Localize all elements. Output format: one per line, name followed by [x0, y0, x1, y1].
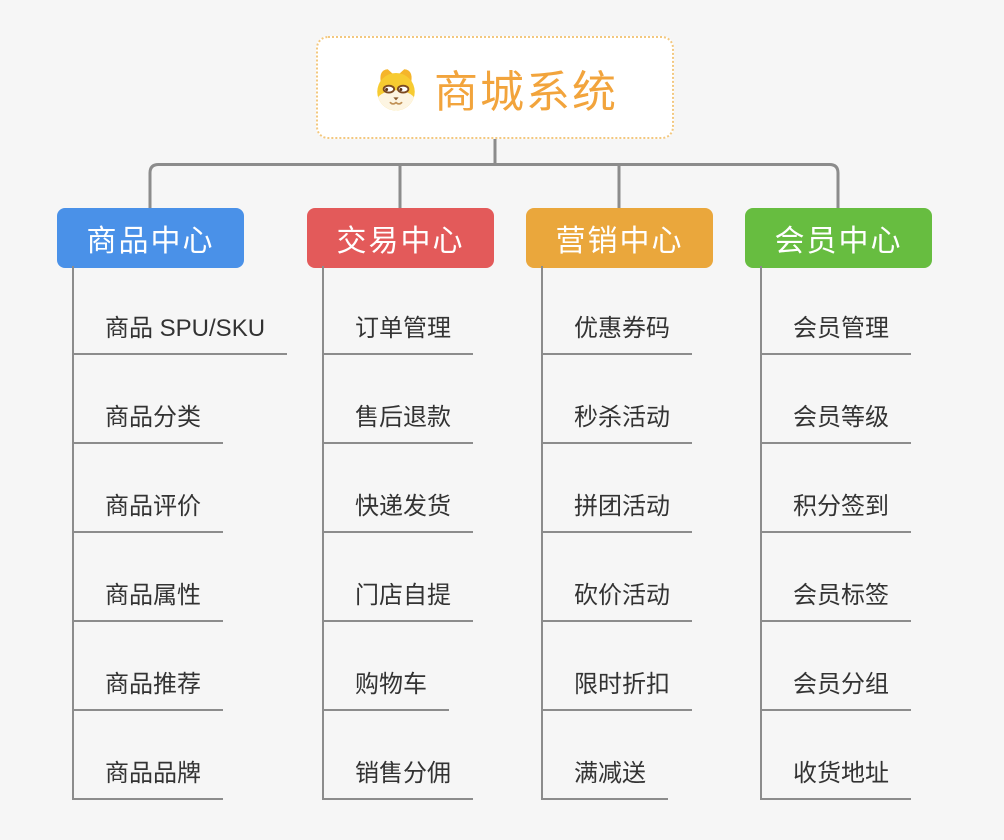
subtopic-item[interactable]: 拼团活动	[541, 492, 692, 533]
branch-children-product-center: 商品 SPU/SKU 商品分类 商品评价 商品属性 商品推荐 商品品牌	[72, 266, 324, 800]
item-row: 会员等级	[760, 355, 1004, 444]
root-topic[interactable]: 商城系统	[316, 36, 674, 139]
branch-topic-label: 会员中心	[774, 225, 903, 258]
bus-line	[148, 163, 840, 212]
item-row: 商品品牌	[72, 711, 324, 800]
branch-topic-member-center[interactable]: 会员中心	[745, 208, 932, 268]
item-row: 商品分类	[72, 355, 324, 444]
subtopic-item[interactable]: 商品评价	[72, 492, 223, 533]
item-row: 收货地址	[760, 711, 1004, 800]
subtopic-item[interactable]: 商品品牌	[72, 759, 223, 800]
branch-topic-marketing-center[interactable]: 营销中心	[526, 208, 713, 268]
item-row: 限时折扣	[541, 622, 793, 711]
subtopic-item[interactable]: 会员分组	[760, 670, 911, 711]
item-row: 商品属性	[72, 533, 324, 622]
subtopic-item[interactable]: 会员标签	[760, 581, 911, 622]
item-row: 积分签到	[760, 444, 1004, 533]
item-row: 会员标签	[760, 533, 1004, 622]
dog-face-icon	[377, 68, 415, 110]
branch-topic-product-center[interactable]: 商品中心	[57, 208, 244, 268]
item-row: 快递发货	[322, 444, 574, 533]
subtopic-item[interactable]: 商品 SPU/SKU	[72, 314, 288, 355]
subtopic-item[interactable]: 商品分类	[72, 403, 223, 444]
item-row: 商品推荐	[72, 622, 324, 711]
item-row: 销售分佣	[322, 711, 574, 800]
branch-topic-label: 交易中心	[336, 225, 465, 258]
subtopic-item[interactable]: 秒杀活动	[541, 403, 692, 444]
subtopic-item[interactable]: 销售分佣	[322, 759, 473, 800]
item-row: 满减送	[541, 711, 793, 800]
item-row: 优惠券码	[541, 266, 793, 355]
item-row: 订单管理	[322, 266, 574, 355]
branch-children-member-center: 会员管理 会员等级 积分签到 会员标签 会员分组 收货地址	[760, 266, 1004, 800]
item-row: 会员分组	[760, 622, 1004, 711]
root-topic-label: 商城系统	[434, 67, 618, 117]
branch-children-trade-center: 订单管理 售后退款 快递发货 门店自提 购物车 销售分佣	[322, 266, 574, 800]
subtopic-item[interactable]: 购物车	[322, 670, 449, 711]
subtopic-item[interactable]: 收货地址	[760, 759, 911, 800]
branch-topic-label: 商品中心	[86, 225, 215, 258]
subtopic-item[interactable]: 快递发货	[322, 492, 473, 533]
subtopic-item[interactable]: 积分签到	[760, 492, 911, 533]
subtopic-item[interactable]: 会员管理	[760, 314, 911, 355]
item-row: 售后退款	[322, 355, 574, 444]
branch-topic-label: 营销中心	[555, 225, 684, 258]
subtopic-item[interactable]: 订单管理	[322, 314, 473, 355]
item-row: 会员管理	[760, 266, 1004, 355]
branch-topic-trade-center[interactable]: 交易中心	[307, 208, 494, 268]
subtopic-item[interactable]: 商品属性	[72, 581, 223, 622]
subtopic-item[interactable]: 优惠券码	[541, 314, 692, 355]
item-row: 秒杀活动	[541, 355, 793, 444]
item-row: 拼团活动	[541, 444, 793, 533]
subtopic-item[interactable]: 限时折扣	[541, 670, 692, 711]
item-row: 购物车	[322, 622, 574, 711]
item-row: 商品 SPU/SKU	[72, 266, 324, 355]
subtopic-item[interactable]: 门店自提	[322, 581, 473, 622]
item-row: 门店自提	[322, 533, 574, 622]
branch-children-marketing-center: 优惠券码 秒杀活动 拼团活动 砍价活动 限时折扣 满减送	[541, 266, 793, 800]
subtopic-item[interactable]: 满减送	[541, 759, 668, 800]
subtopic-item[interactable]: 商品推荐	[72, 670, 223, 711]
item-row: 砍价活动	[541, 533, 793, 622]
item-row: 商品评价	[72, 444, 324, 533]
subtopic-item[interactable]: 会员等级	[760, 403, 911, 444]
subtopic-item[interactable]: 售后退款	[322, 403, 473, 444]
subtopic-item[interactable]: 砍价活动	[541, 581, 692, 622]
